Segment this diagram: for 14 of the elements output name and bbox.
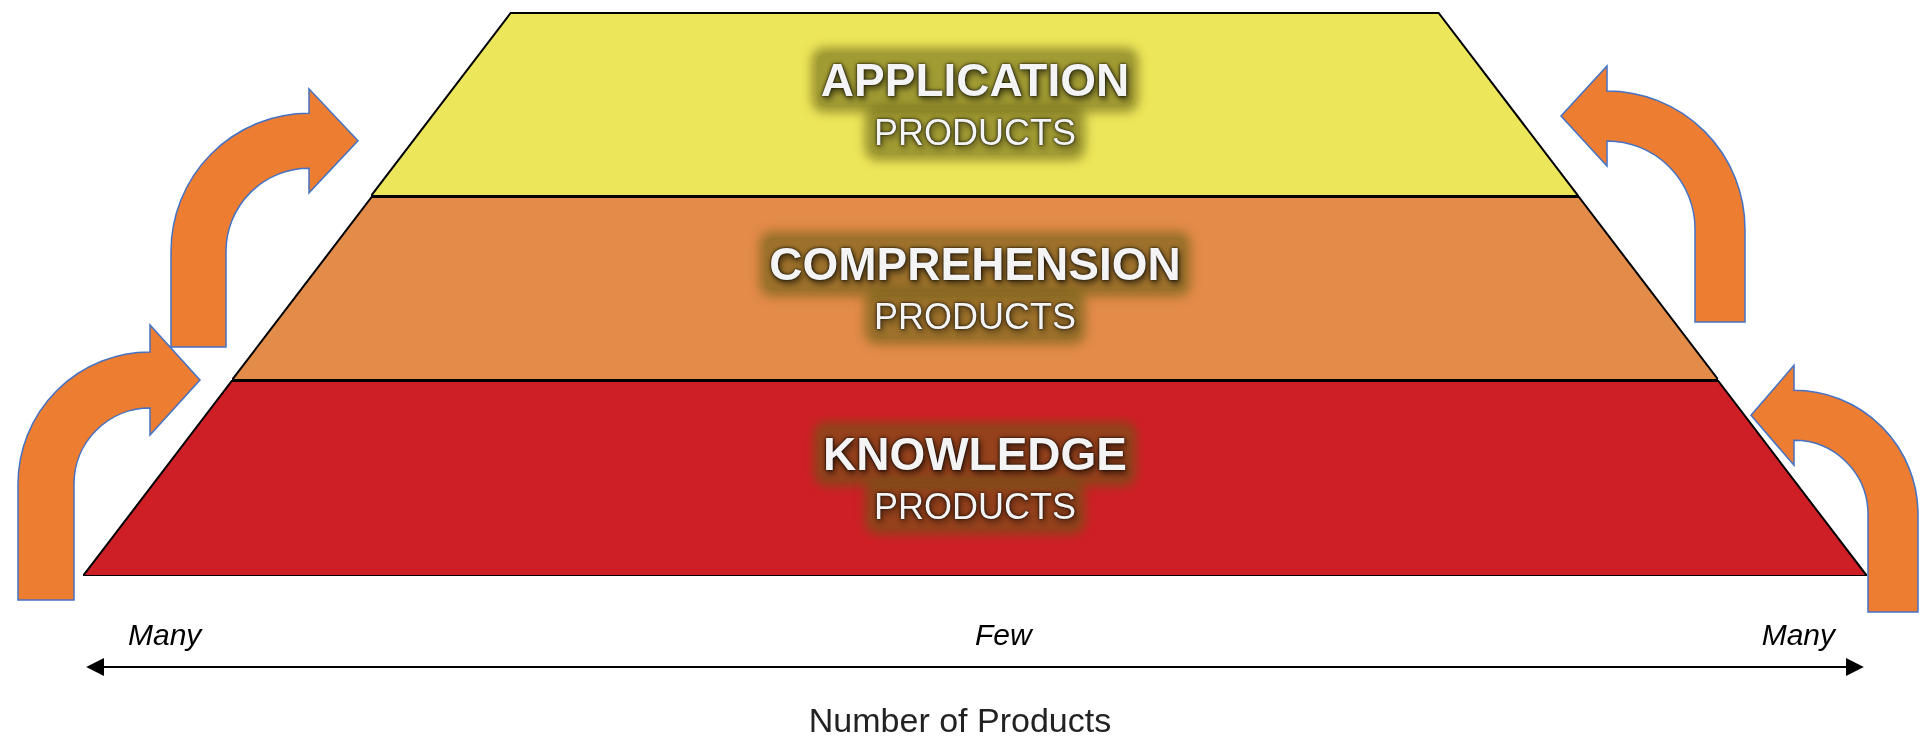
curved-arrow [1750,364,1919,613]
band-title: KNOWLEDGE [818,427,1132,481]
axis-label: Many [1761,617,1835,653]
axis-label: Few [975,617,1032,653]
band-subtitle: PRODUCTS [870,295,1080,339]
curved-arrow [17,324,201,601]
band-subtitle: PRODUCTS [870,485,1080,529]
band-subtitle: PRODUCTS [869,111,1080,155]
axis-label: Many [128,617,202,653]
axis-title: Number of Products [808,700,1112,740]
band-title: COMPREHENSION [765,237,1185,291]
curved-arrow [170,88,359,348]
curved-arrow [1560,65,1746,323]
band-title: APPLICATION [816,53,1134,107]
